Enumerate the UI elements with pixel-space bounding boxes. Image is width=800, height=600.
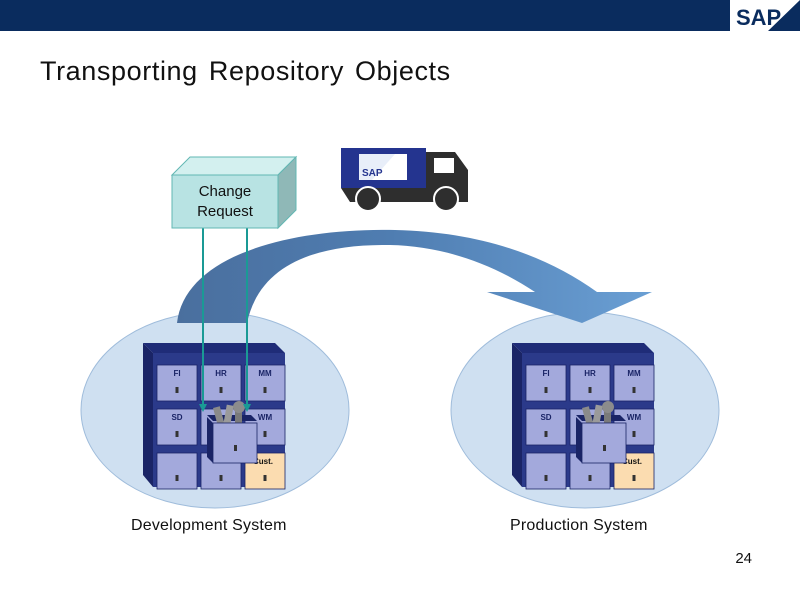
- svg-text:MM: MM: [258, 369, 272, 378]
- svg-text:FI: FI: [173, 369, 180, 378]
- change-request-label-line2: Request: [197, 203, 253, 220]
- sap-logo: SAP: [730, 0, 800, 31]
- cabinet-side: [512, 343, 522, 487]
- drawer-fi: FI: [525, 364, 567, 402]
- object-icon: [602, 401, 614, 413]
- drawer-handle: [263, 431, 267, 437]
- svg-text:SAP: SAP: [362, 168, 383, 179]
- development-system-label: Development System: [131, 517, 287, 534]
- cabinet-top: [143, 343, 285, 353]
- drawer-blank: [156, 452, 198, 490]
- connector-arrowhead-right: [243, 404, 251, 412]
- object-icon: [233, 401, 245, 413]
- drawer-hr: HR: [569, 364, 611, 402]
- drawer-mm: MM: [244, 364, 286, 402]
- drawer-handle: [263, 387, 267, 393]
- connector-arrowhead-left: [199, 404, 207, 412]
- drawer-handle: [544, 475, 548, 481]
- cabinet-top: [512, 343, 654, 353]
- drawer-handle: [632, 387, 636, 393]
- drawer-handle: [588, 387, 592, 393]
- object-icon: [223, 404, 234, 426]
- svg-text:HR: HR: [215, 369, 227, 378]
- drawer-handle: [175, 431, 179, 437]
- svg-text:HR: HR: [584, 369, 596, 378]
- change-request-box: [170, 155, 298, 230]
- drawer-fi: FI: [156, 364, 198, 402]
- object-icon: [582, 406, 594, 426]
- truck-icon: SAP: [341, 148, 468, 212]
- development-cabinet: FI HR MM SD WM Cust.: [143, 343, 286, 490]
- svg-text:SAP: SAP: [736, 5, 781, 30]
- svg-text:WM: WM: [627, 413, 642, 422]
- drawer-hr: HR: [200, 364, 242, 402]
- open-drawer: [576, 401, 627, 464]
- object-icon: [235, 405, 242, 425]
- object-icon: [604, 405, 611, 425]
- svg-text:SD: SD: [540, 413, 551, 422]
- production-cabinet: FI HR MM SD WM Cust.: [512, 343, 655, 490]
- drawer-sd: SD: [525, 408, 567, 446]
- drawer-handle: [632, 431, 636, 437]
- svg-text:WM: WM: [258, 413, 273, 422]
- drawer-handle: [544, 431, 548, 437]
- drawer-handle: [175, 387, 179, 393]
- svg-text:SD: SD: [171, 413, 182, 422]
- drawer-sd: SD: [156, 408, 198, 446]
- header-bar: [0, 0, 800, 31]
- drawer-mm: MM: [613, 364, 655, 402]
- drawer-handle: [219, 387, 223, 393]
- svg-text:Cust.: Cust.: [622, 457, 642, 466]
- production-system-label: Production System: [510, 517, 648, 534]
- change-request-label-line1: Change: [198, 183, 252, 200]
- cabinet-side: [143, 343, 153, 487]
- drawer-handle: [632, 475, 636, 481]
- drawer-handle: [544, 387, 548, 393]
- svg-text:FI: FI: [542, 369, 549, 378]
- drawer-blank: [525, 452, 567, 490]
- object-icon: [592, 404, 603, 426]
- drawer-handle: [219, 475, 223, 481]
- slide-title: Transporting Repository Objects: [40, 56, 451, 86]
- change-request-label: Change Request: [172, 182, 278, 222]
- drawer-handle: [588, 475, 592, 481]
- open-drawer: [207, 401, 258, 464]
- object-icon: [213, 406, 225, 426]
- page-number: 24: [735, 550, 752, 567]
- transport-arrow: [177, 229, 652, 323]
- svg-text:Cust.: Cust.: [253, 457, 273, 466]
- drawer-handle: [175, 475, 179, 481]
- svg-text:MM: MM: [627, 369, 641, 378]
- drawer-handle: [263, 475, 267, 481]
- drawer-handle: [603, 445, 606, 451]
- drawer-handle: [234, 445, 237, 451]
